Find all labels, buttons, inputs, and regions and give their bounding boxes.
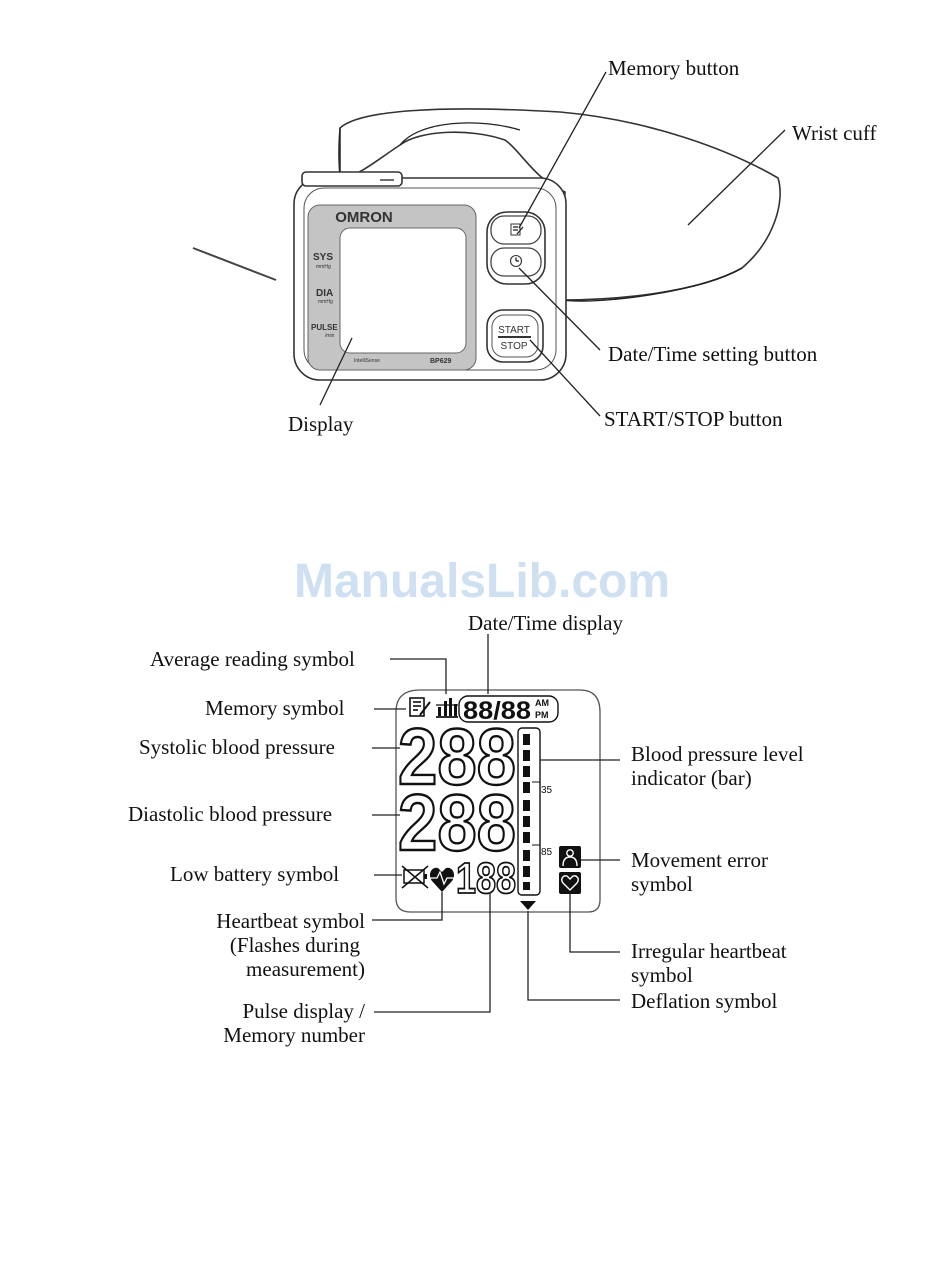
stray-pointer-line bbox=[192, 247, 277, 281]
label-irregular-2: symbol bbox=[631, 963, 693, 987]
device-label-pulse-unit: /min bbox=[325, 333, 335, 339]
device-intellisense-label: IntelliSense bbox=[354, 358, 380, 364]
device-label-dia-unit: mmHg bbox=[318, 299, 333, 305]
movement-error-icon bbox=[559, 846, 581, 868]
bar-tick-85: 85 bbox=[541, 847, 553, 858]
device-illustration: OMRON SYS mmHg DIA mmHg PULSE /min Intel… bbox=[192, 108, 781, 381]
label-memory-button: Memory button bbox=[608, 56, 740, 80]
label-date-time-display: Date/Time display bbox=[468, 611, 623, 635]
irregular-heartbeat-icon bbox=[559, 872, 581, 894]
label-bp-level-2: indicator (bar) bbox=[631, 766, 752, 790]
label-heartbeat-2: (Flashes during bbox=[230, 933, 361, 957]
label-memory-symbol: Memory symbol bbox=[205, 696, 345, 720]
bar-tick-35: 35 bbox=[541, 785, 553, 796]
diastolic-digits: 288 bbox=[398, 778, 516, 867]
label-movement-2: symbol bbox=[631, 872, 693, 896]
device-date-time-button[interactable] bbox=[490, 247, 542, 277]
bp-level-bar bbox=[517, 727, 541, 896]
memory-icon bbox=[510, 223, 524, 236]
label-bp-level-1: Blood pressure level bbox=[631, 742, 804, 766]
device-model-label: BP629 bbox=[430, 358, 452, 365]
low-battery-icon bbox=[401, 865, 429, 889]
label-wrist-cuff: Wrist cuff bbox=[792, 121, 877, 145]
label-pulse-1: Pulse display / bbox=[242, 999, 365, 1023]
device-stop-label: STOP bbox=[500, 341, 527, 352]
bottom-leader-lines bbox=[372, 634, 620, 1013]
am-indicator: AM bbox=[535, 698, 549, 708]
label-movement-1: Movement error bbox=[631, 848, 768, 872]
label-heartbeat-1: Heartbeat symbol bbox=[216, 909, 365, 933]
label-average-reading: Average reading symbol bbox=[150, 647, 355, 671]
watermark: ManualsLib.com bbox=[294, 555, 670, 608]
pm-indicator: PM bbox=[535, 710, 549, 720]
label-display: Display bbox=[288, 412, 354, 436]
top-leader-lines bbox=[319, 71, 786, 417]
label-date-time-button: Date/Time setting button bbox=[608, 342, 818, 366]
label-heartbeat-3: measurement) bbox=[246, 957, 365, 981]
device-label-sys-unit: mmHg bbox=[316, 264, 331, 270]
lcd-outline bbox=[395, 689, 601, 913]
device-label-pulse: PULSE bbox=[311, 323, 338, 332]
lcd-panel: 88/88 AM PM 288 288 35 85 bbox=[395, 689, 601, 913]
label-systolic: Systolic blood pressure bbox=[139, 735, 335, 759]
systolic-digits: 288 bbox=[398, 712, 516, 801]
datetime-digits: 88/88 bbox=[463, 697, 531, 725]
device-start-label: START bbox=[498, 325, 530, 336]
label-pulse-2: Memory number bbox=[223, 1023, 365, 1047]
device-label-dia: DIA bbox=[316, 288, 333, 299]
average-reading-icon bbox=[436, 698, 458, 718]
device-brand: OMRON bbox=[335, 209, 393, 226]
device-label-sys: SYS bbox=[313, 252, 333, 263]
datetime-frame bbox=[458, 695, 559, 723]
heartbeat-icon bbox=[429, 867, 455, 892]
label-deflation: Deflation symbol bbox=[631, 989, 778, 1013]
deflation-icon bbox=[520, 901, 536, 910]
label-start-stop-button: START/STOP button bbox=[604, 407, 783, 431]
device-screen bbox=[339, 227, 467, 354]
pulse-digits: 188 bbox=[456, 854, 516, 903]
clock-icon bbox=[509, 254, 523, 268]
label-diastolic: Diastolic blood pressure bbox=[128, 802, 332, 826]
memory-icon bbox=[409, 697, 431, 717]
label-irregular-1: Irregular heartbeat bbox=[631, 939, 787, 963]
label-low-battery: Low battery symbol bbox=[170, 862, 339, 886]
